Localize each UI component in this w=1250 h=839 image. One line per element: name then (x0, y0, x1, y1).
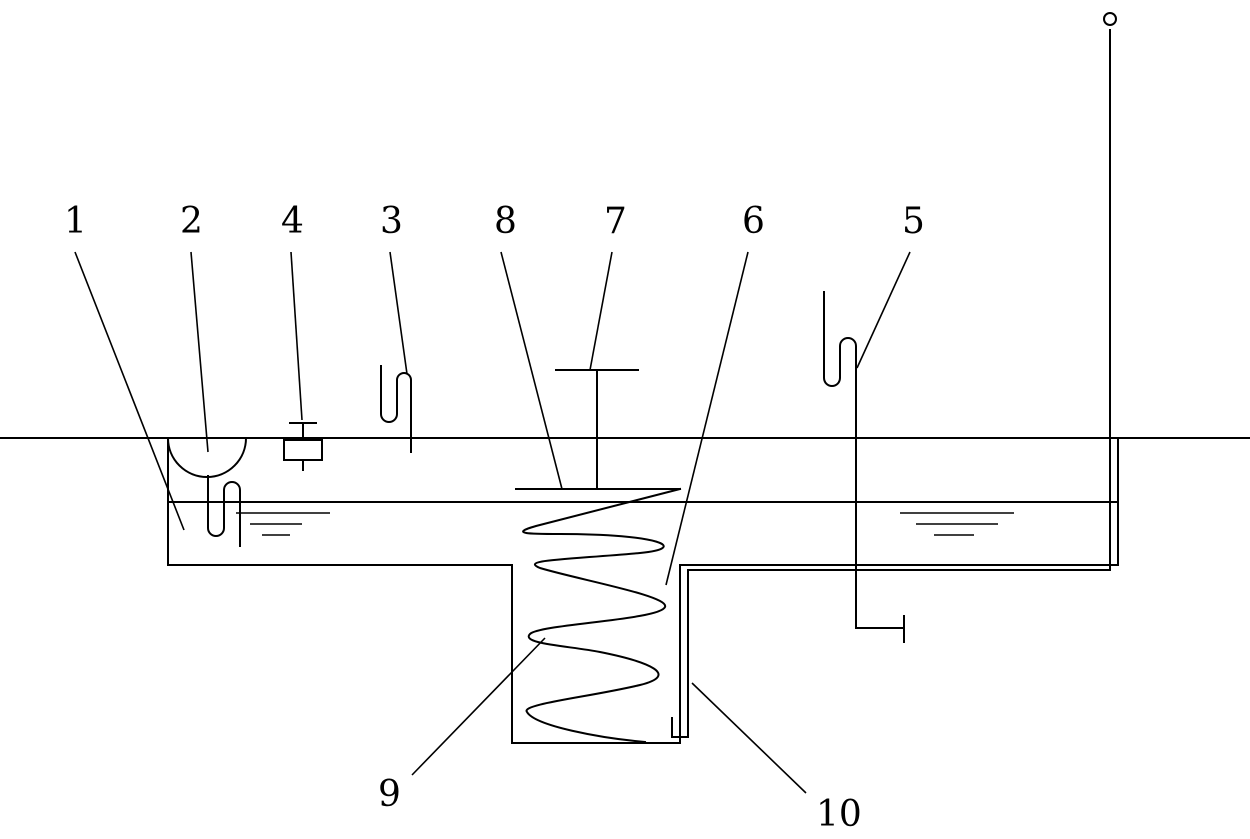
label-6: 6 (742, 201, 765, 242)
leader-4 (290, 251, 303, 421)
leader-8 (500, 251, 563, 490)
label-9: 9 (378, 774, 401, 815)
leader-2 (190, 251, 209, 453)
label-4: 4 (281, 201, 304, 242)
vent-cap (1103, 12, 1117, 26)
tank-body (167, 437, 1119, 744)
u-tube-3 (380, 365, 412, 453)
float-thermometer (207, 475, 241, 547)
leader-7 (589, 251, 613, 371)
leader-5 (856, 251, 911, 369)
leader-10 (691, 682, 807, 794)
label-8: 8 (494, 201, 517, 242)
label-7: 7 (604, 201, 627, 242)
label-10: 10 (816, 794, 862, 835)
label-3: 3 (380, 201, 403, 242)
leader-1 (74, 251, 185, 531)
coil-9 (522, 487, 682, 744)
leader-9 (411, 637, 546, 776)
label-1: 1 (64, 201, 87, 242)
sensor-body (283, 439, 323, 461)
leader-3 (389, 251, 408, 375)
outlet-pipe (671, 29, 1111, 738)
leader-6 (665, 251, 749, 586)
u-tube-5 (823, 291, 905, 629)
label-5: 5 (902, 201, 925, 242)
label-2: 2 (180, 201, 203, 242)
